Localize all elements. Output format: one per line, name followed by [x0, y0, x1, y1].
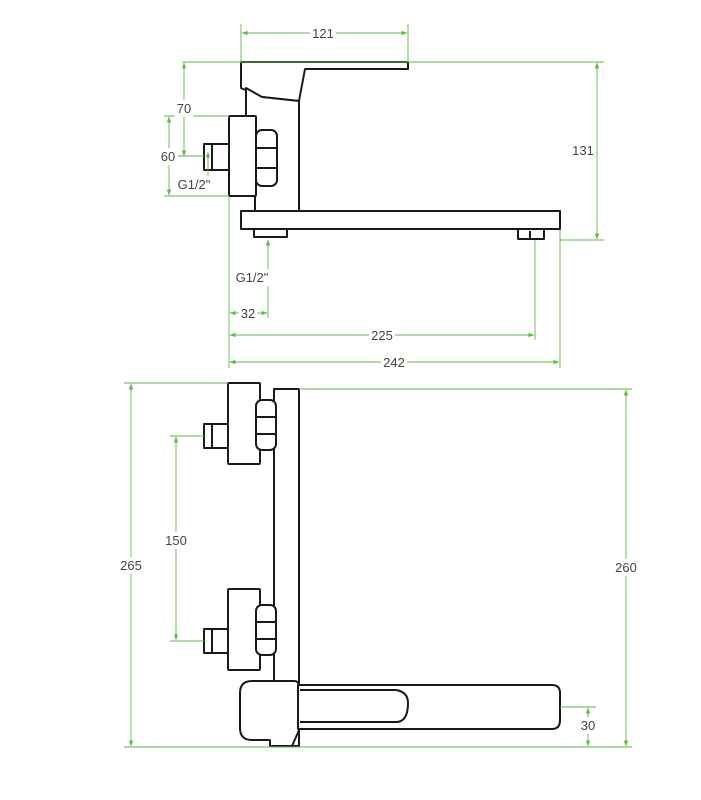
- label-knockout: [369, 327, 395, 344]
- dimension-labels: 121 131 70 60 G1/2" G1/2" 32 225 242 265…: [118, 25, 639, 734]
- front-upper-inlet-stub: [203, 423, 229, 449]
- front-view-faucet: [203, 382, 561, 747]
- label-30: 30: [581, 718, 595, 733]
- front-upper-nut: [255, 399, 277, 451]
- label-knockout: [578, 717, 598, 734]
- label-32: 32: [241, 306, 255, 321]
- front-spout: [297, 684, 561, 730]
- label-knockout: [158, 148, 178, 165]
- label-outlet-thread: G1/2": [236, 270, 269, 285]
- label-60: 60: [161, 149, 175, 164]
- front-spout-inner-line: [300, 689, 409, 723]
- top-hex-nut: [255, 129, 278, 187]
- label-knockout: [233, 269, 271, 286]
- top-handle-lever: [240, 61, 409, 102]
- label-knockout: [238, 305, 258, 322]
- label-knockout: [163, 532, 189, 549]
- label-inlet-thread: G1/2": [178, 177, 211, 192]
- label-knockout: [381, 354, 407, 371]
- label-121: 121: [312, 26, 334, 41]
- label-260: 260: [615, 560, 637, 575]
- top-lower-fitting: [253, 228, 288, 238]
- front-lower-inlet-stub: [203, 628, 229, 654]
- front-lower-nut: [255, 604, 277, 656]
- top-spout: [240, 210, 561, 230]
- label-150: 150: [165, 533, 187, 548]
- label-knockout: [310, 25, 336, 42]
- label-70: 70: [177, 101, 191, 116]
- label-knockout: [174, 100, 194, 117]
- label-knockout: [118, 557, 144, 574]
- front-handle-housing: [239, 680, 301, 747]
- label-knockout: [570, 142, 596, 159]
- top-wall-flange: [228, 115, 257, 197]
- label-242: 242: [383, 355, 405, 370]
- label-225: 225: [371, 328, 393, 343]
- label-265: 265: [120, 558, 142, 573]
- label-131: 131: [572, 143, 594, 158]
- label-knockout: [613, 559, 639, 576]
- label-knockout: [175, 176, 213, 193]
- top-view-faucet: [203, 61, 561, 240]
